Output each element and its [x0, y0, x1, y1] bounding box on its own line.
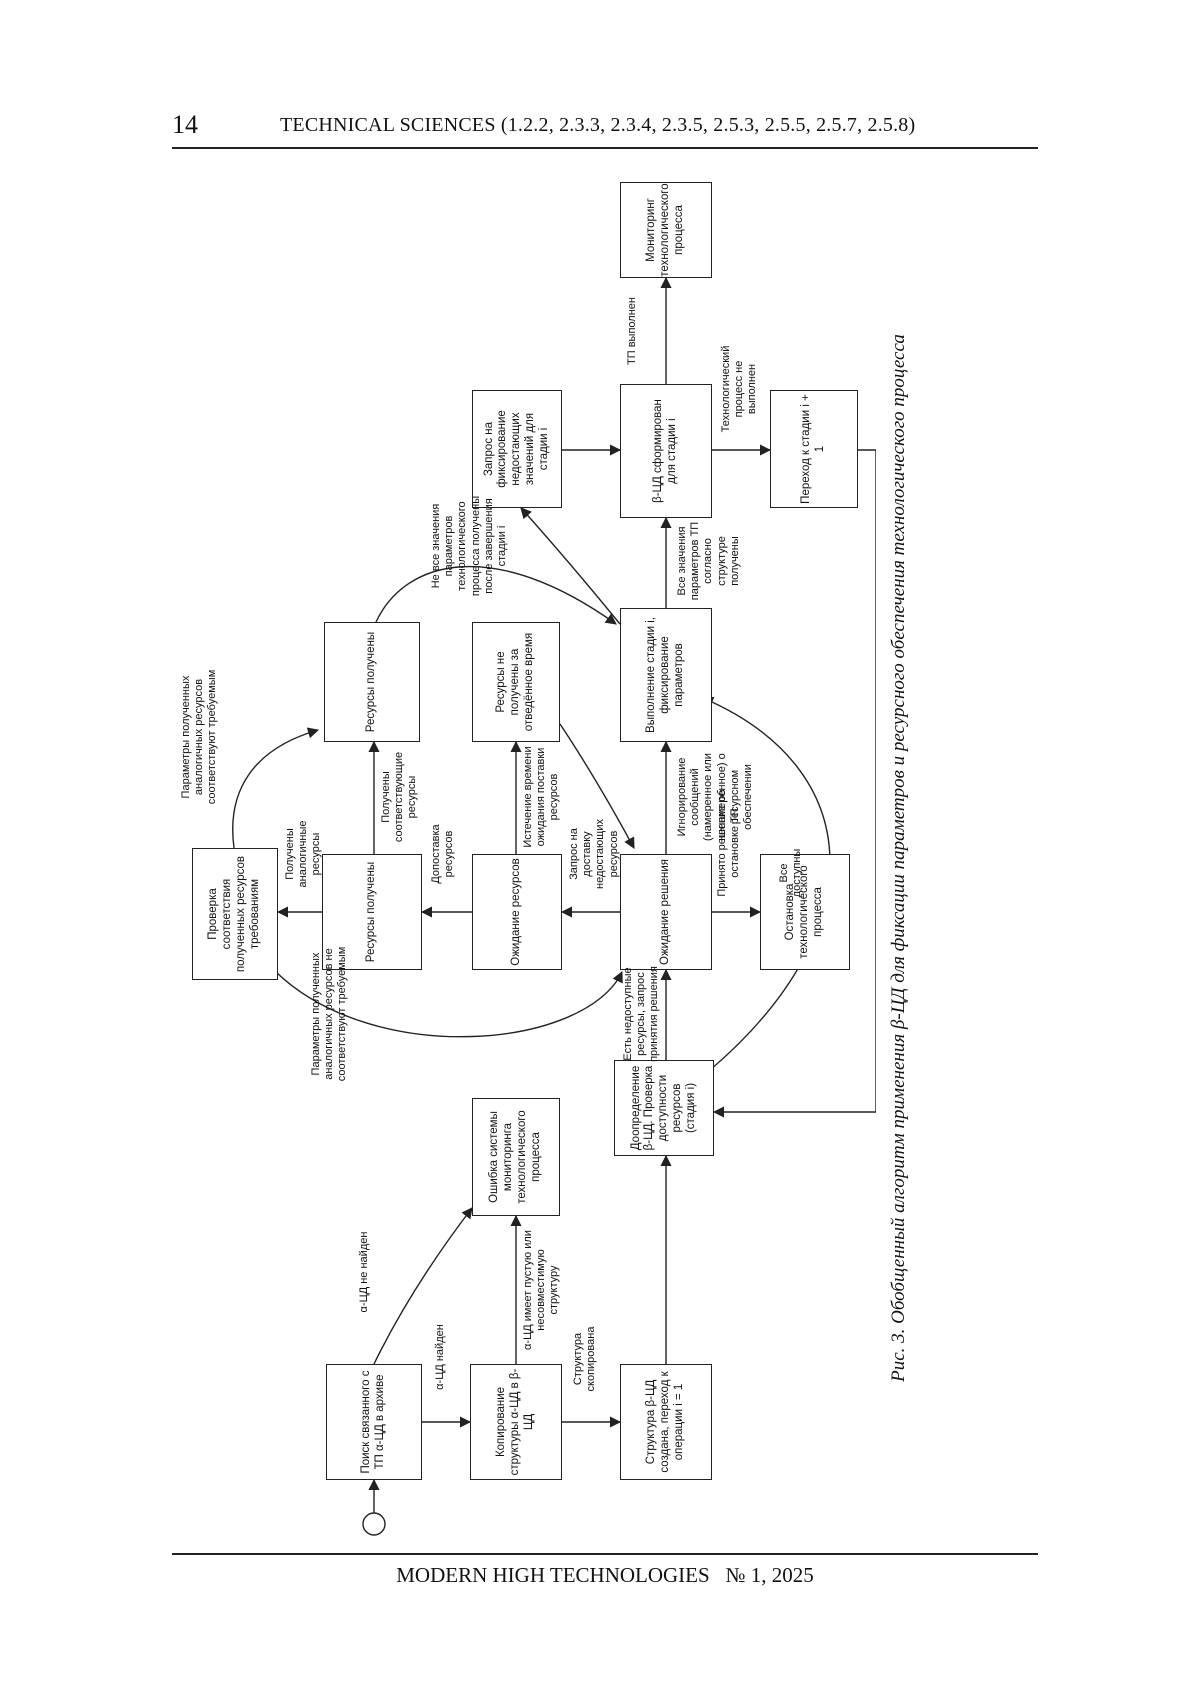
label-analog-received: Получены аналогичные ресурсы: [284, 820, 323, 888]
label-alpha-not-found: α-ЦД не найден: [358, 1231, 370, 1313]
node-wait-decision: Ожидание решения: [620, 854, 712, 970]
flowchart: Поиск связанного с ТП α-ЦД в архиве Копи…: [176, 168, 876, 1548]
figure-caption: Рис. 3. Обобщенный алгоритм применения β…: [888, 334, 909, 1382]
footer-issue: № 1, 2025: [725, 1563, 814, 1587]
label-all-available: Все доступны: [778, 848, 804, 898]
node-beta-formed: β-ЦД сформирован для стадии i: [620, 384, 712, 518]
page-header: 14 TECHNICAL SCIENCES (1.2.2, 2.3.3, 2.3…: [172, 110, 1038, 144]
label-structure-copied: Структура скопирована: [572, 1326, 598, 1392]
page-footer: MODERN HIGH TECHNOLOGIES № 1, 2025: [172, 1563, 1038, 1588]
node-resources-received: Ресурсы получены: [324, 622, 420, 742]
edge-alpha-not-found: [373, 1207, 473, 1365]
label-alpha-empty: α-ЦД имеет пустую или несовместимую стру…: [522, 1230, 561, 1350]
figure: Поиск связанного с ТП α-ЦД в архиве Копи…: [176, 168, 936, 1548]
node-refine: Доопределение β-ЦД. Проверка доступности…: [614, 1060, 714, 1156]
node-resources-not-received: Ресурсы не получены за отведённое время: [472, 622, 560, 742]
node-execute: Выполнение стадии i, фиксирование параме…: [620, 608, 712, 742]
start-node: [362, 1512, 386, 1536]
journal-section: TECHNICAL SCIENCES (1.2.2, 2.3.3, 2.3.4,…: [280, 114, 916, 136]
footer-journal: MODERN HIGH TECHNOLOGIES: [396, 1563, 710, 1587]
label-tp-done: ТП выполнен: [626, 297, 638, 365]
edge-not-all-values: [520, 507, 621, 625]
label-ignore-messages: Игнорирование сообщений (намеренное или …: [676, 753, 754, 841]
label-tp-not-done: Технологический процесс не выполнен: [720, 345, 759, 433]
label-received-matching: Получены соответствующие ресурсы: [380, 751, 419, 843]
label-alpha-found: α-ЦД найден: [434, 1324, 446, 1390]
page-number: 14: [172, 110, 198, 139]
flowchart-connectors: [232, 276, 876, 1536]
edge-not-received: [559, 723, 635, 849]
label-all-values: Все значения параметров ТП согласно стру…: [676, 521, 741, 601]
node-wait-resources: Ожидание ресурсов: [472, 854, 562, 970]
footer-rule: [172, 1553, 1038, 1555]
label-unavailable: Есть недоступные ресурсы, запрос приняти…: [622, 966, 661, 1062]
label-params-match: Параметры полученных аналогичных ресурсо…: [180, 669, 219, 805]
header-rule: [172, 147, 1038, 149]
label-request-delivery: Запрос на доставку недостающих ресурсов: [568, 819, 620, 889]
node-next-stage: Переход к стадии i + 1: [770, 390, 858, 508]
label-extra-delivery: Допоставка ресурсов: [430, 824, 456, 884]
edge-params-mismatch: [275, 970, 623, 1038]
node-error: Ошибка системы мониторинга технологическ…: [472, 1098, 560, 1216]
node-monitoring: Мониторинг технологического процесса: [620, 182, 712, 278]
node-structure-created: Структура β-ЦД создана, переход к операц…: [620, 1364, 712, 1480]
edge-params-match: [232, 727, 320, 849]
node-search: Поиск связанного с ТП α-ЦД в архиве: [326, 1364, 422, 1480]
node-check: Проверка соответствия полученных ресурсо…: [192, 848, 278, 980]
label-not-all-values: Не все значения параметров технологическ…: [430, 495, 508, 597]
edge-next-stage-loop: [712, 449, 876, 1118]
label-params-mismatch: Параметры полученных аналогичных ресурсо…: [310, 946, 349, 1082]
node-copy: Копирование структуры α-ЦД в β-ЦД: [470, 1364, 562, 1480]
node-stop: Остановка технологического процесса: [760, 854, 850, 970]
label-timeout: Истечение времени ожидания поставки ресу…: [522, 746, 561, 848]
